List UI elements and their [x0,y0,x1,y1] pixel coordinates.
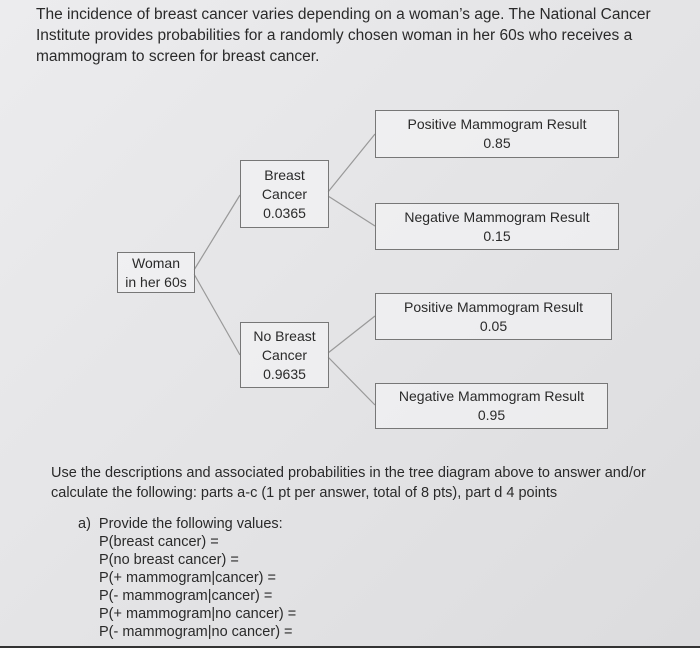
part-a-lead: Provide the following values: [98,516,283,532]
node-label: Breast [264,166,305,183]
part-a-item: P(- mammogram|no cancer) = [99,624,293,640]
node-label: Positive Mammogram Result [404,298,583,315]
branch-nobreast-positive [327,315,376,354]
node-prob: 0.9635 [263,365,306,382]
part-a-marker: a) [78,516,91,532]
part-a-items: P(breast cancer) = P(no breast cancer) =… [78,533,296,641]
node-woman-60s: Woman in her 60s [117,252,195,293]
node-label: Cancer [261,185,308,202]
node-label: No Breast [253,327,316,344]
branch-root-nobreast [193,273,241,356]
node-prob: 0.05 [479,317,508,334]
node-prob: 0.85 [483,135,511,151]
part-a-item: P(- mammogram|cancer) = [99,588,273,604]
node-label: Negative Mammogram Result [404,208,590,225]
part-a-item: P(breast cancer) = [99,534,219,550]
node-label: Negative Mammogram Result [398,388,585,404]
part-a-item: P(no breast cancer) = [99,552,239,568]
node-prob: 0.15 [483,227,511,244]
branch-breast-negative [327,195,376,227]
part-a-item: P(+ mammogram|cancer) = [99,570,277,586]
part-a: a) Provide the following values: P(breas… [78,515,296,641]
intro-text: The incidence of breast cancer varies de… [36,6,651,65]
node-nbc-negative: Negative Mammogram Result 0.95 [375,383,608,429]
node-label: Woman [132,254,180,271]
node-bc-positive: Positive Mammogram Result 0.85 [375,110,619,158]
node-label: in her 60s [125,273,187,290]
branch-breast-positive [327,133,376,193]
node-prob: 0.0365 [263,204,306,221]
node-label: Positive Mammogram Result [407,116,587,132]
node-bc-negative: Negative Mammogram Result 0.15 [375,203,619,250]
node-prob: 0.95 [477,407,506,423]
node-no-breast-cancer: No Breast Cancer 0.9635 [240,322,329,388]
part-a-item: P(+ mammogram|no cancer) = [99,606,297,622]
node-label: Cancer [261,346,308,363]
branch-nobreast-negative [327,356,376,406]
instructions-text: Use the descriptions and associated prob… [51,465,646,501]
bottom-edge [0,646,700,648]
node-nbc-positive: Positive Mammogram Result 0.05 [375,293,612,340]
node-breast-cancer: Breast Cancer 0.0365 [240,160,329,228]
branch-root-breast [193,194,241,271]
